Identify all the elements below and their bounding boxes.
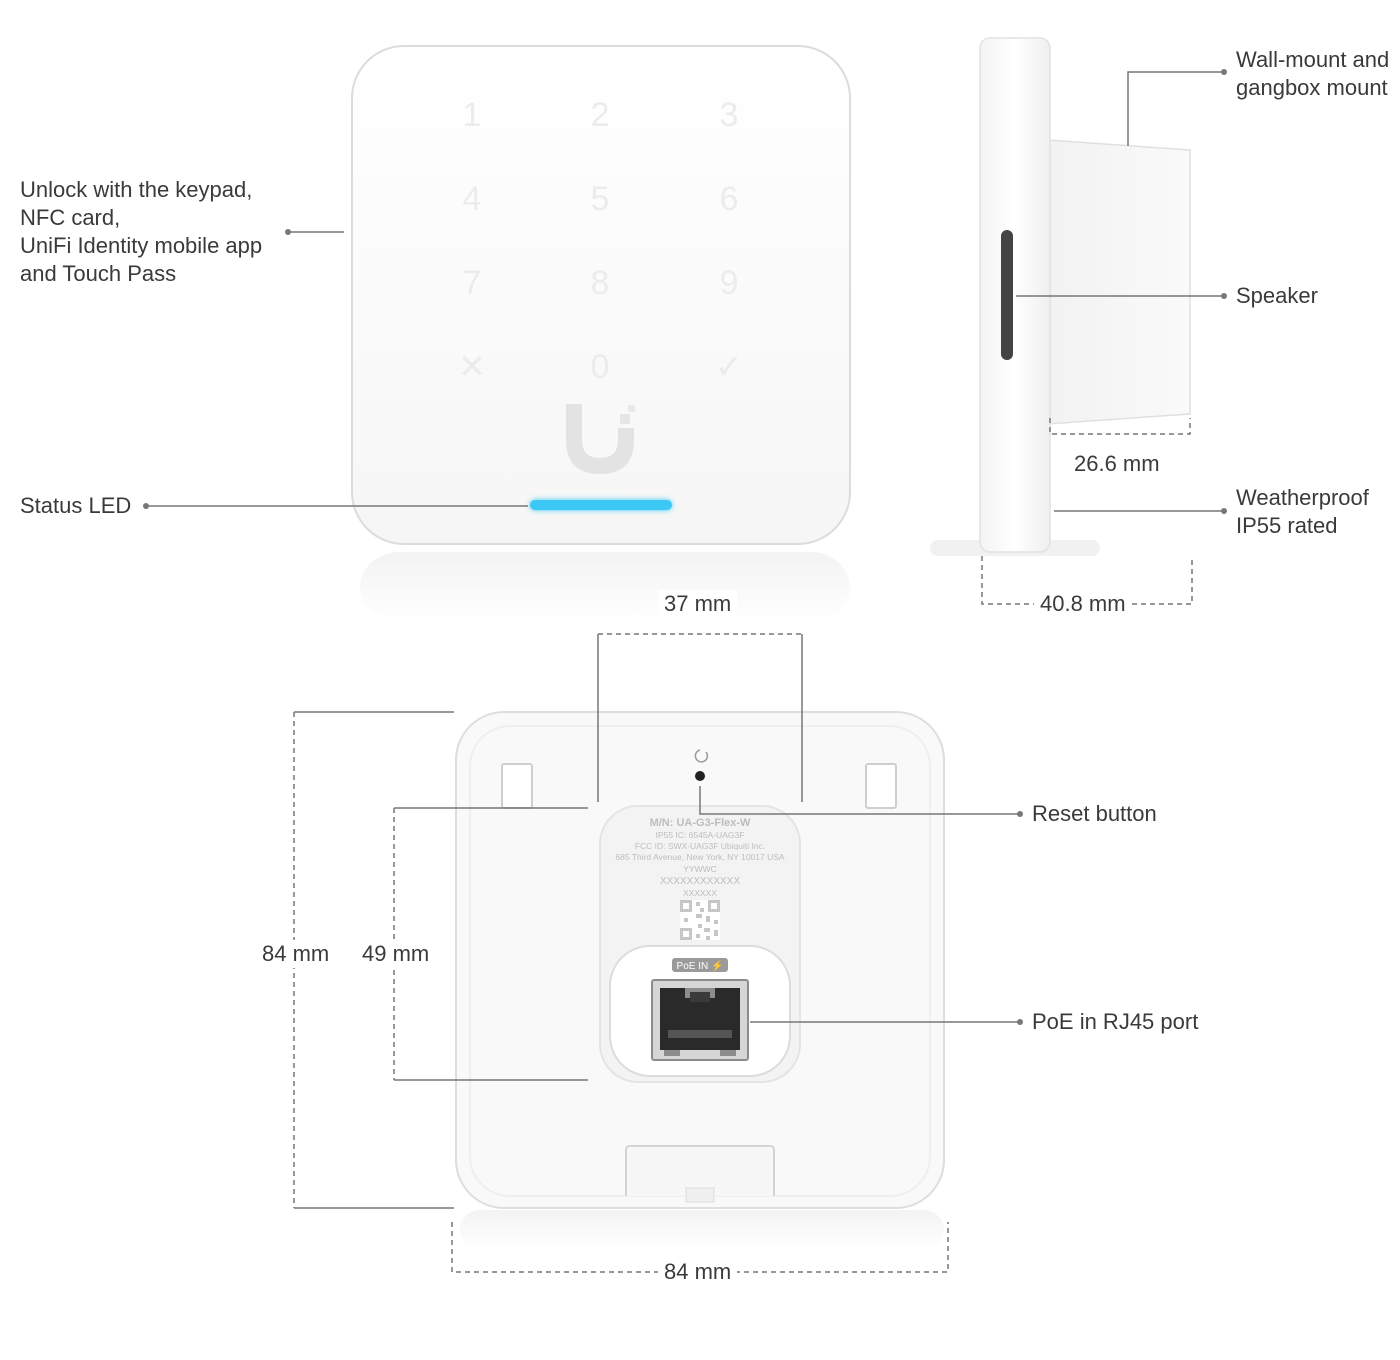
front-view: 1 2 3 4 5 6 7 8 9 ✕ 0 ✓ [351,45,851,622]
callout-weatherproof-line: Weatherproof [1236,485,1369,510]
callout-status-led: Status LED [20,493,132,518]
mount-slot [865,763,897,809]
qr-code-icon [680,900,720,940]
callout-unlock-line: and Touch Pass [20,261,177,286]
keypad-key: 1 [463,96,482,134]
rj45-port [651,979,749,1061]
keypad-key: 0 [591,348,610,386]
label-line: FCC ID: SWX-UAG3F Ubiquiti Inc. [635,841,765,851]
mount-slot [501,763,533,809]
side-body [979,37,1051,553]
keypad-key: 6 [720,180,739,218]
callout-reset-button: Reset button [1032,801,1157,826]
leader-dots [143,69,1227,1025]
poe-tag-text: PoE IN ⚡ [677,959,724,972]
keypad-key: ✕ [458,348,487,386]
poe-tag [672,958,728,972]
dimension-width-total: 84 mm [658,1258,738,1286]
status-led [530,500,672,510]
back-view: M/N: UA-G3-Flex-W IP55 IC: 6545A-UAG3F F… [455,711,945,1250]
label-line: XXXXXXXXXXXX [660,876,740,887]
mount-block [1047,139,1191,425]
dimension-mount-width: 37 mm [658,590,738,618]
label-line: XXXXXX [683,888,717,898]
unifi-logo-icon [566,404,635,474]
keypad-key: ✓ [715,348,744,386]
side-view [930,37,1191,556]
dimension-depth-body: 26.6 mm [1068,450,1166,478]
callout-unlock: Unlock with the keypad, NFC card, UniFi … [20,176,262,288]
cable-notch [625,1145,775,1196]
callout-wall-mount: Wall-mount and gangbox mount [1236,46,1389,102]
reset-pinhole [695,771,705,781]
callout-wall-mount-line: gangbox mount [1236,75,1388,100]
dimension-mount-height: 49 mm [356,940,436,968]
keypad-key: 2 [591,96,610,134]
back-reflection [460,1210,944,1250]
callout-unlock-line: NFC card, [20,205,121,230]
dimension-depth-total: 40.8 mm [1034,590,1132,618]
reset-icon [694,749,709,763]
keypad-key: 4 [463,180,482,218]
regulatory-label: M/N: UA-G3-Flex-W IP55 IC: 6545A-UAG3F F… [615,817,785,898]
keypad-key: 7 [463,264,482,302]
callout-poe-port: PoE in RJ45 port [1032,1009,1199,1034]
leader-lines [146,71,1224,1209]
keypad-key: 8 [591,264,610,302]
label-line: 685 Third Avenue, New York, NY 10017 USA [615,852,785,862]
callout-unlock-line: UniFi Identity mobile app [20,233,263,258]
callout-unlock-line: Unlock with the keypad, [20,177,253,202]
label-line: IP55 IC: 6545A-UAG3F [656,830,745,840]
speaker-slot [1001,230,1013,360]
callout-weatherproof: Weatherproof IP55 rated [1236,484,1369,540]
callout-speaker: Speaker [1236,283,1318,308]
dimension-height-total: 84 mm [256,940,336,968]
front-panel [351,45,851,545]
label-line: YYWWC [683,864,717,874]
keypad-key: 5 [591,180,610,218]
callout-weatherproof-line: IP55 rated [1236,513,1338,538]
keypad-key: 9 [720,264,739,302]
front-reflection [360,552,850,622]
callout-wall-mount-line: Wall-mount and [1236,47,1390,72]
keypad-key: 3 [720,96,739,134]
keypad: 1 2 3 4 5 6 7 8 9 ✕ 0 ✓ [458,96,744,386]
model-number: M/N: UA-G3-Flex-W [650,817,751,829]
